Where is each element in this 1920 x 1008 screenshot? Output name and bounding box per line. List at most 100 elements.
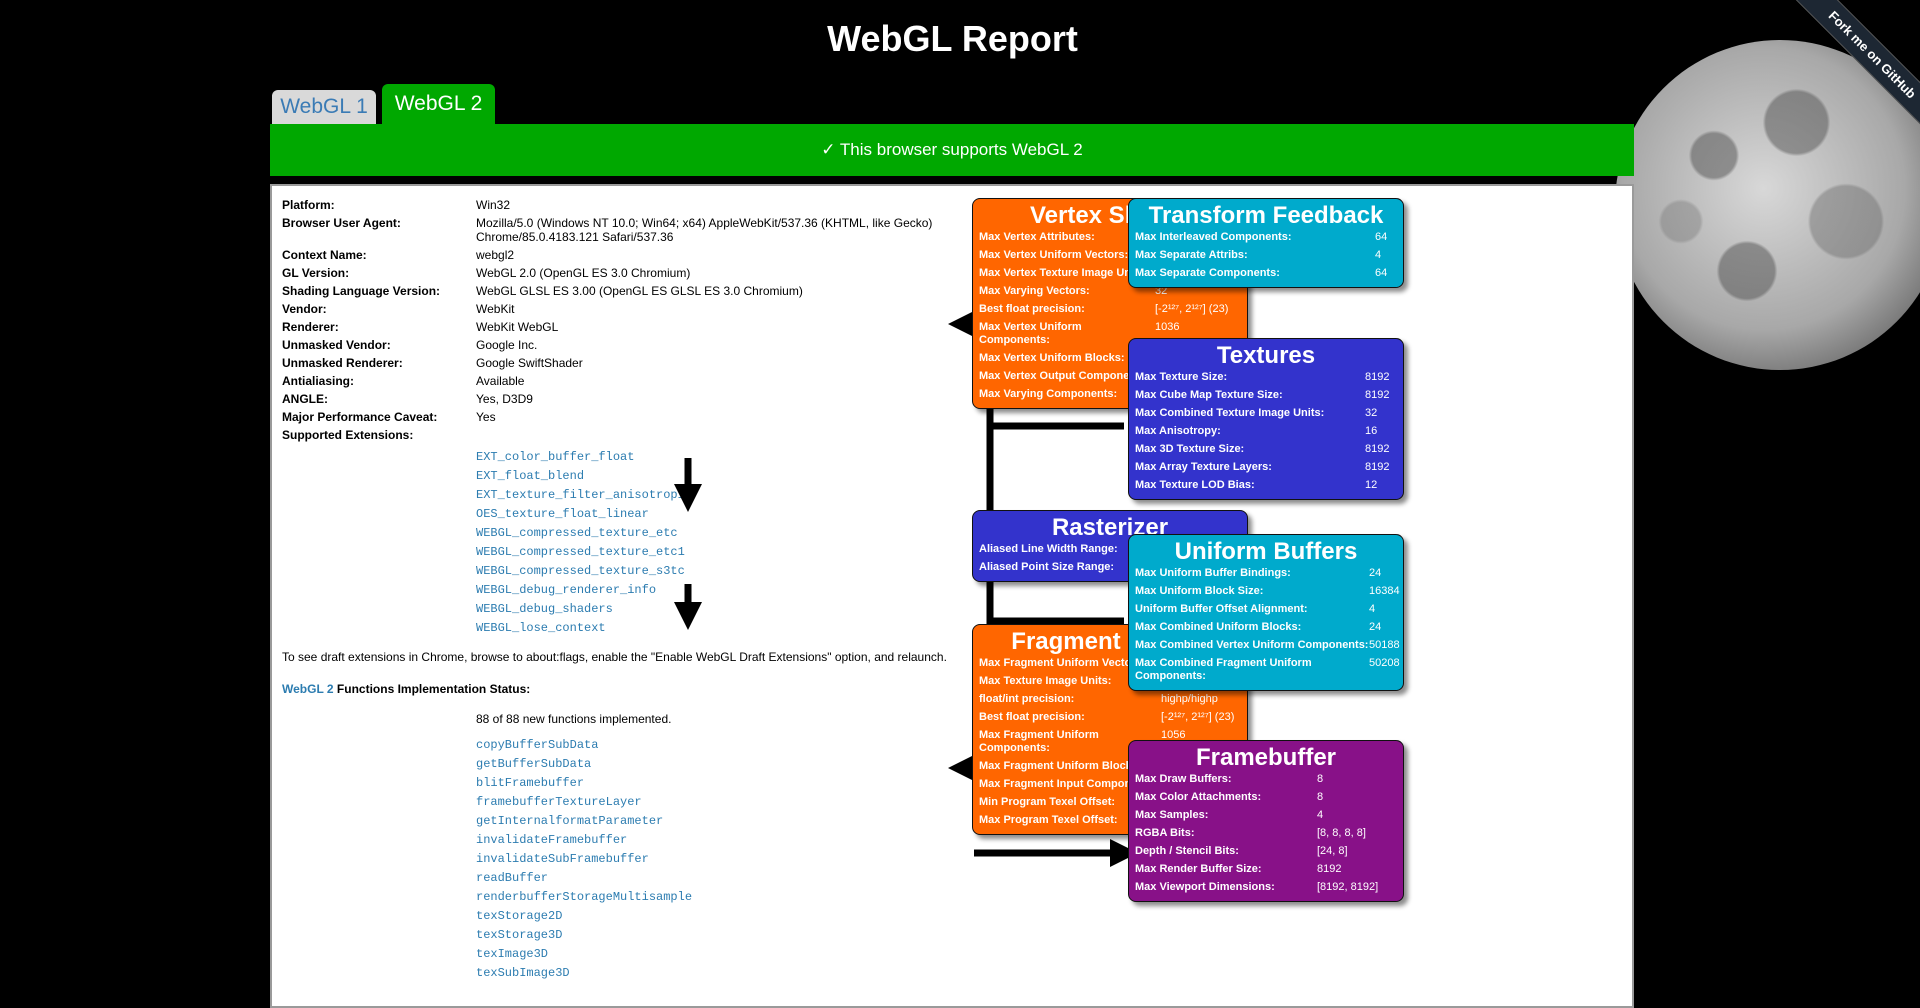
functions-heading-text: Functions Implementation Status:: [333, 682, 531, 696]
stat-value: 4: [1369, 603, 1376, 615]
function-link[interactable]: blitFramebuffer: [476, 776, 585, 790]
info-value: WebGL 2.0 (OpenGL ES 3.0 Chromium): [476, 266, 691, 280]
stat-value: 16384: [1369, 585, 1400, 597]
webgl2-link[interactable]: WebGL 2: [282, 682, 334, 696]
textures-row: Max Cube Map Texture Size:8192: [1135, 389, 1397, 402]
stat-label: Max Vertex Uniform Vectors:: [979, 249, 1129, 261]
stat-label: RGBA Bits:: [1135, 827, 1195, 839]
textures-title: Textures: [1216, 342, 1316, 369]
extension-link[interactable]: WEBGL_compressed_texture_etc: [476, 526, 678, 540]
stat-value: 24: [1369, 567, 1382, 579]
stat-value: 1036: [1155, 321, 1180, 333]
stat-label: Max Fragment Uniform Vectors:: [979, 657, 1146, 669]
stat-label: Max Draw Buffers:: [1135, 773, 1232, 785]
stat-value: [8192, 8192]: [1317, 881, 1379, 893]
stat-value: 12: [1365, 479, 1378, 491]
info-row: Unmasked Vendor:Google Inc.: [282, 338, 962, 352]
stat-label: Max Fragment Input Components:: [979, 778, 1158, 790]
stat-label: Max Varying Vectors:: [979, 285, 1090, 297]
info-key: Supported Extensions:: [282, 428, 414, 442]
function-link[interactable]: readBuffer: [476, 871, 549, 885]
info-key: ANGLE:: [282, 392, 328, 406]
function-link[interactable]: invalidateFramebuffer: [476, 833, 628, 847]
uniform-row: Max Uniform Buffer Bindings:24: [1135, 567, 1397, 580]
stat-label: Max 3D Texture Size:: [1135, 443, 1245, 455]
info-row: Major Performance Caveat:Yes: [282, 410, 962, 424]
info-row: Platform:Win32: [282, 198, 962, 212]
info-row: Shading Language Version:WebGL GLSL ES 3…: [282, 284, 962, 298]
extension-link[interactable]: EXT_float_blend: [476, 469, 585, 483]
stat-value: highp/highp: [1161, 693, 1218, 705]
stat-label: float/int precision:: [979, 693, 1075, 705]
info-value: Mozilla/5.0 (Windows NT 10.0; Win64; x64…: [476, 216, 933, 244]
function-link[interactable]: texSubImage3D: [476, 966, 570, 980]
info-value: Yes, D3D9: [476, 392, 533, 406]
function-link[interactable]: invalidateSubFramebuffer: [476, 852, 649, 866]
tab-webgl2[interactable]: WebGL 2: [382, 84, 495, 124]
tab-webgl1[interactable]: WebGL 1: [272, 90, 376, 124]
info-value: Available: [476, 374, 525, 388]
stat-label: Max Combined Vertex Uniform Components:: [1135, 639, 1369, 651]
info-key: Renderer:: [282, 320, 339, 334]
extension-link[interactable]: WEBGL_lose_context: [476, 621, 606, 635]
stat-label: Max Fragment Uniform Components:: [979, 729, 1099, 754]
stat-value: 16: [1365, 425, 1378, 437]
stat-value: 8192: [1317, 863, 1342, 875]
framebuffer-title: Framebuffer: [1195, 744, 1337, 771]
stat-label: Aliased Point Size Range:: [979, 561, 1115, 573]
stat-label: Depth / Stencil Bits:: [1135, 845, 1239, 857]
extension-link[interactable]: WEBGL_debug_shaders: [476, 602, 613, 616]
pipeline-arrows: [674, 230, 1138, 867]
stat-value: [8, 8, 8, 8]: [1317, 827, 1366, 839]
function-link[interactable]: getInternalformatParameter: [476, 814, 664, 828]
info-key: Shading Language Version:: [282, 284, 441, 298]
stat-value: 8: [1317, 773, 1324, 785]
stat-value: 8192: [1365, 443, 1390, 455]
stat-value: 8192: [1365, 371, 1390, 383]
info-value: webgl2: [476, 248, 515, 262]
extension-link[interactable]: WEBGL_compressed_texture_s3tc: [476, 564, 685, 578]
extension-link[interactable]: EXT_texture_filter_anisotropic: [476, 488, 693, 502]
info-row: Vendor:WebKit: [282, 302, 962, 316]
stat-label: Max Combined Texture Image Units:: [1135, 407, 1325, 419]
function-link[interactable]: texStorage2D: [476, 909, 563, 923]
function-link[interactable]: texImage3D: [476, 947, 549, 961]
fragment-row: Max Fragment Uniform Components:1056: [979, 729, 1241, 755]
extension-link[interactable]: OES_texture_float_linear: [476, 507, 649, 521]
transform-title: Transform Feedback: [1148, 202, 1384, 229]
function-link[interactable]: getBufferSubData: [476, 757, 592, 771]
function-link[interactable]: framebufferTextureLayer: [476, 795, 642, 809]
support-banner: ✓ This browser supports WebGL 2: [270, 124, 1634, 176]
stat-value: 8192: [1365, 461, 1390, 473]
function-link[interactable]: texStorage3D: [476, 928, 563, 942]
function-link[interactable]: renderbufferStorageMultisample: [476, 890, 693, 904]
stat-value: 8: [1317, 791, 1324, 803]
extension-link[interactable]: EXT_color_buffer_float: [476, 450, 635, 464]
stat-label: Aliased Line Width Range:: [979, 543, 1118, 555]
extension-link[interactable]: WEBGL_debug_renderer_info: [476, 583, 657, 597]
stat-label: Min Program Texel Offset:: [979, 796, 1116, 808]
stat-label: Max Anisotropy:: [1135, 425, 1221, 437]
stat-label: Max Combined Uniform Blocks:: [1135, 621, 1302, 633]
stat-label: Max Vertex Attributes:: [979, 231, 1095, 243]
transform-row: Max Interleaved Components:64: [1135, 231, 1397, 244]
page-title: WebGL Report: [827, 18, 1078, 59]
stat-value: 32: [1155, 285, 1168, 297]
info-row: Unmasked Renderer:Google SwiftShader: [282, 356, 962, 370]
stat-label: Max Color Attachments:: [1135, 791, 1262, 803]
stat-label: Max Cube Map Texture Size:: [1135, 389, 1283, 401]
vertex-row: Max Varying Vectors: 32: [979, 285, 1241, 298]
stat-label: Max Vertex Output Components:: [979, 370, 1150, 382]
info-key: Unmasked Renderer:: [282, 356, 403, 370]
stat-value: 64: [1375, 231, 1388, 243]
info-key: Major Performance Caveat:: [282, 410, 438, 424]
extension-link[interactable]: WEBGL_compressed_texture_etc1: [476, 545, 685, 559]
function-link[interactable]: copyBufferSubData: [476, 738, 599, 752]
stat-value: [24, 8]: [1317, 845, 1348, 857]
stat-label: Max Texture LOD Bias:: [1135, 479, 1255, 491]
stat-label: Uniform Buffer Offset Alignment:: [1135, 603, 1308, 615]
